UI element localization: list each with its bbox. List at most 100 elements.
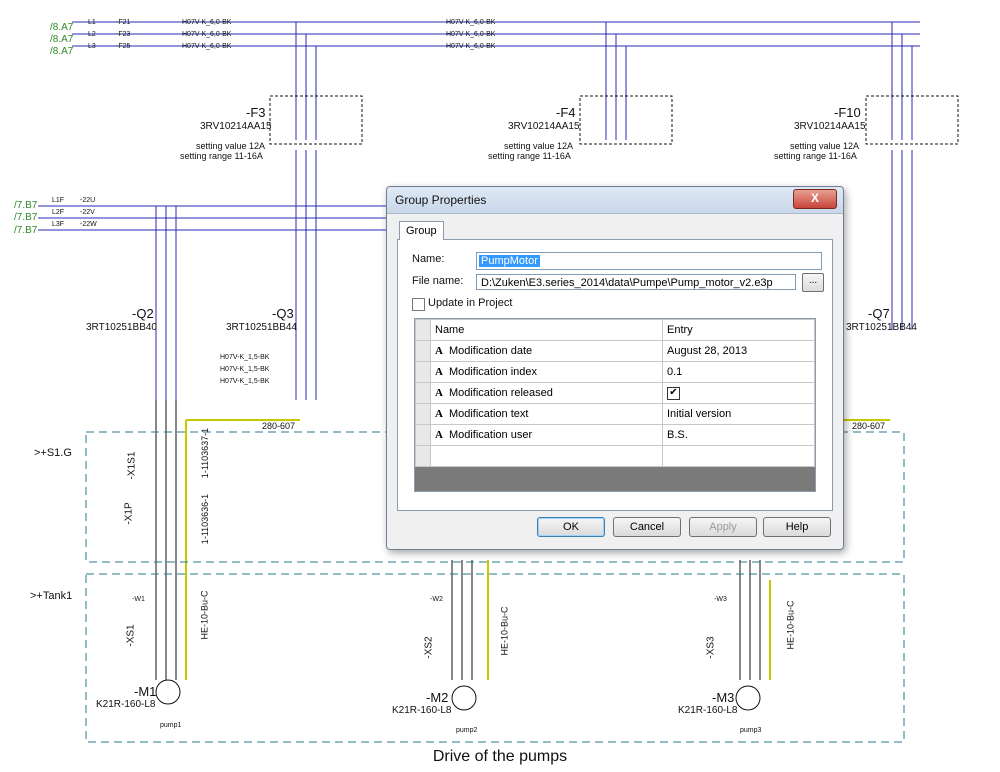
contactor-type: 3RT10251BB44 — [226, 322, 297, 333]
cable-id[interactable]: -W2 — [430, 596, 443, 603]
ref-label[interactable]: /8.A7 — [50, 34, 74, 45]
bus-tag: L3 — [88, 43, 96, 50]
attribute-name: Modification date — [448, 345, 533, 357]
released-checkbox[interactable]: ✔ — [667, 387, 680, 400]
motor-tag: pump2 — [456, 727, 478, 734]
contactor-id[interactable]: -Q7 — [868, 306, 890, 321]
tab-group[interactable]: Group — [399, 221, 444, 240]
cancel-button[interactable]: Cancel — [613, 517, 681, 537]
ref-label[interactable]: /7.B7 — [14, 212, 38, 223]
bus-tag: L3F — [52, 221, 65, 228]
breaker-id[interactable]: -F4 — [556, 105, 576, 120]
connector-id[interactable]: -XS2 — [423, 636, 435, 659]
location-label[interactable]: >+Tank1 — [30, 590, 73, 602]
wire-spec: H07V-K_6,0-BK — [182, 43, 232, 50]
motor-id[interactable]: -M1 — [134, 684, 157, 699]
bus-tag: L2 — [88, 31, 96, 38]
help-button[interactable]: Help — [763, 517, 831, 537]
pe-wire-code: 280-607 — [262, 421, 296, 431]
attribute-icon: A — [435, 345, 443, 357]
row-header[interactable] — [415, 340, 431, 362]
ref-label[interactable]: /7.B7 — [14, 200, 38, 211]
ok-button[interactable]: OK — [537, 517, 605, 537]
breaker-id[interactable]: -F10 — [834, 105, 861, 120]
breaker-symbol — [579, 95, 673, 145]
attribute-entry[interactable]: B.S. — [662, 424, 815, 446]
attribute-name: Modification text — [448, 408, 529, 420]
row-header[interactable] — [415, 403, 431, 425]
close-button[interactable]: X — [793, 189, 837, 209]
breaker-setting-value: setting value 12A — [196, 141, 266, 151]
attribute-entry-cell[interactable]: ✔ — [662, 382, 815, 404]
row-header[interactable] — [415, 361, 431, 383]
ref-label[interactable]: /8.A7 — [50, 22, 74, 33]
contactor-id[interactable]: -Q3 — [272, 306, 294, 321]
cable-type: HE-10-Bu-C — [785, 600, 796, 650]
dialog-titlebar[interactable]: Group Properties X — [387, 187, 843, 214]
row-header[interactable] — [415, 382, 431, 404]
row-header[interactable] — [415, 424, 431, 446]
page-title: Drive of the pumps — [432, 748, 568, 765]
schematic-wires — [38, 21, 959, 743]
file-name-input[interactable]: D:\Zuken\E3.series_2014\data\Pumpe\Pump_… — [476, 274, 796, 290]
motor-tag: pump3 — [740, 727, 762, 734]
bus-node: -F23 — [116, 31, 131, 38]
wire-spec: H07V-K_6,0-BK — [446, 19, 496, 26]
ref-label[interactable]: /8.A7 — [50, 46, 74, 57]
row-header[interactable] — [415, 445, 431, 467]
column-header-entry[interactable]: Entry — [662, 319, 815, 341]
breaker-symbol — [865, 95, 959, 145]
bus-node: -22U — [80, 197, 96, 204]
update-in-project-checkbox[interactable] — [412, 298, 425, 311]
wire-spec: H07V-K_1,5-BK — [220, 366, 270, 373]
cable-type: HE-10-Bu-C — [199, 590, 210, 640]
attribute-entry[interactable]: August 28, 2013 — [662, 340, 815, 362]
attribute-entry[interactable]: Initial version — [662, 403, 815, 425]
connector-id[interactable]: -X1P — [123, 502, 135, 525]
browse-button[interactable]: ... — [802, 273, 824, 292]
tab-panel: Name: PumpMotor File name: D:\Zuken\E3.s… — [397, 239, 833, 511]
breaker-type: 3RV10214AA15 — [508, 121, 580, 132]
wire-spec: H07V-K_6,0-BK — [446, 31, 496, 38]
connector-part: 1-1103637-1 — [200, 427, 211, 479]
motor-id[interactable]: -M3 — [712, 690, 735, 705]
table-row-empty[interactable] — [415, 445, 815, 467]
connector-id[interactable]: -X1S1 — [126, 451, 138, 480]
attribute-name-cell[interactable]: A Modification date — [430, 340, 663, 362]
cable-id[interactable]: -W1 — [132, 596, 145, 603]
breaker-id[interactable]: -F3 — [246, 105, 266, 120]
grid-corner — [415, 319, 431, 341]
connector-part: 1-1103636-1 — [200, 493, 211, 545]
attribute-name: Modification user — [448, 429, 533, 441]
contactor-id[interactable]: -Q2 — [132, 306, 154, 321]
ref-label[interactable]: /7.B7 — [14, 225, 38, 236]
attribute-name-cell[interactable] — [430, 445, 663, 467]
breaker-setting-range: setting range 11-16A — [488, 151, 571, 161]
table-row[interactable]: A Modification date August 28, 2013 — [415, 340, 815, 362]
connector-id[interactable]: -XS1 — [125, 624, 137, 647]
cable-id[interactable]: -W3 — [714, 596, 727, 603]
attribute-entry[interactable]: 0.1 — [662, 361, 815, 383]
name-input[interactable]: PumpMotor — [476, 252, 822, 270]
breaker-type: 3RV10214AA15 — [794, 121, 866, 132]
column-header-name[interactable]: Name — [430, 319, 663, 341]
attribute-entry[interactable] — [662, 445, 815, 467]
close-icon: X — [810, 191, 819, 205]
location-label[interactable]: >+S1.G — [34, 447, 72, 459]
bus-node: -F21 — [116, 19, 131, 26]
connector-id[interactable]: -XS3 — [705, 636, 717, 659]
attribute-name: Modification released — [448, 387, 553, 399]
wire-spec: H07V-K_6,0-BK — [182, 31, 232, 38]
apply-button[interactable]: Apply — [689, 517, 757, 537]
file-name-label: File name: — [412, 275, 464, 287]
motor-id[interactable]: -M2 — [426, 690, 449, 705]
